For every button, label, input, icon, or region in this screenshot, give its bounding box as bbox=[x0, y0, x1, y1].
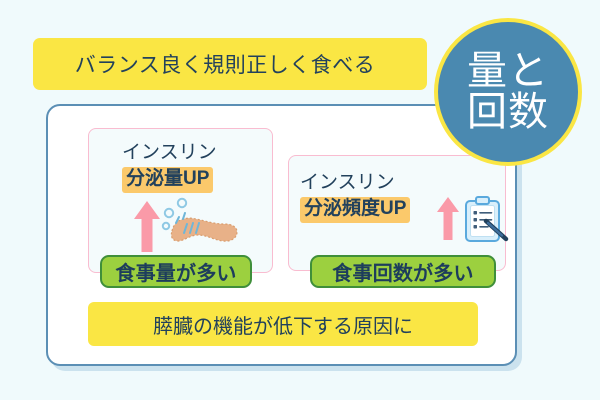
pancreas-icon bbox=[160, 197, 240, 260]
bottom-banner-label: 膵臓の機能が低下する原因に bbox=[153, 315, 413, 338]
insulin-amount-card bbox=[88, 128, 273, 273]
clipboard-checklist-icon bbox=[461, 195, 513, 252]
up-arrow-icon bbox=[436, 196, 460, 247]
meal-frequency-badge: 食事回数が多い bbox=[310, 255, 496, 288]
insulin-frequency-text-block: インスリン 分泌頻度UP bbox=[300, 172, 411, 223]
insulin-amount-label: インスリン bbox=[122, 142, 217, 163]
up-arrow-icon bbox=[133, 200, 161, 259]
insulin-frequency-label: インスリン bbox=[300, 172, 395, 193]
round-badge-line-1: 量と bbox=[467, 49, 549, 94]
insulin-amount-text-block: インスリン 分泌量UP bbox=[122, 142, 217, 193]
insulin-frequency-up-chip: 分泌頻度UP bbox=[300, 196, 411, 223]
insulin-amount-up-chip: 分泌量UP bbox=[122, 166, 214, 193]
bottom-banner: 膵臓の機能が低下する原因に bbox=[88, 302, 478, 346]
top-banner: バランス良く規則正しく食べる bbox=[33, 38, 427, 90]
round-badge-line-2: 回数 bbox=[467, 90, 549, 134]
round-badge: 量と 回数 bbox=[434, 18, 582, 166]
top-banner-label: バランス良く規則正しく食べる bbox=[74, 54, 376, 77]
meal-amount-badge: 食事量が多い bbox=[100, 255, 252, 288]
